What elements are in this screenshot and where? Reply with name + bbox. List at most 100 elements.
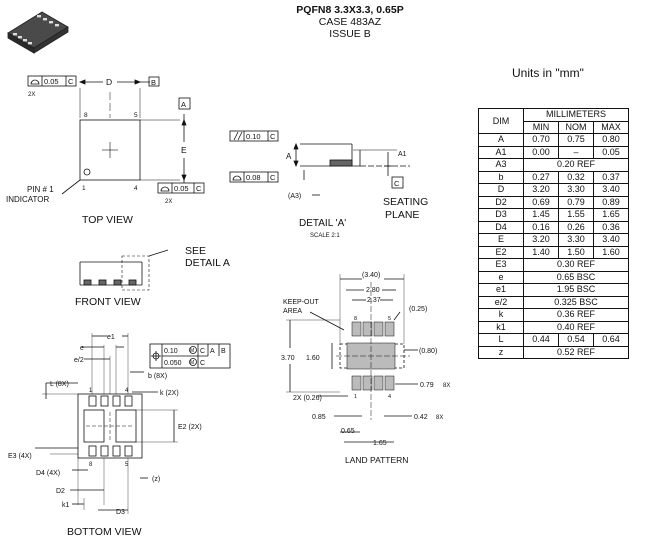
ref-cell: 0.40 REF — [523, 320, 629, 334]
nom-cell: 3.30 — [558, 183, 594, 197]
ref-cell: 0.30 REF — [523, 258, 629, 272]
max-cell: 0.80 — [593, 133, 629, 147]
fcf-tol-2: 0.05 — [174, 184, 189, 193]
datum-C-label: C — [394, 179, 400, 188]
package-title: PQFN8 3.3X3.3, 0.65P — [296, 4, 404, 16]
dim-cell: k — [478, 308, 524, 322]
bot-fcf-d1: C — [200, 348, 205, 355]
ref-cell: 0.325 BSC — [523, 295, 629, 309]
bot-dim-k1: k1 — [62, 502, 70, 509]
bot-pin5: 5 — [125, 462, 129, 468]
lp-dim-280: 2.80 — [366, 287, 380, 294]
lp-dim-237: 2.37 — [367, 297, 381, 304]
nom-header: NOM — [558, 120, 594, 134]
min-cell: 0.27 — [523, 170, 559, 184]
dim-cell: e — [478, 270, 524, 284]
package-3d-image — [7, 11, 69, 54]
dim-cell: D2 — [478, 195, 524, 209]
dim-E-label: E — [181, 145, 187, 155]
top-view — [27, 75, 205, 195]
see-detail-line2: DETAIL A — [185, 257, 230, 269]
bot-pin8: 8 — [89, 462, 93, 468]
max-cell: 3.40 — [593, 233, 629, 247]
nom-cell: – — [558, 145, 594, 159]
nom-cell: 0.32 — [558, 170, 594, 184]
pin1-note-line1: PIN # 1 — [27, 185, 54, 194]
dim-header: DIM — [478, 108, 524, 134]
max-cell: 0.64 — [593, 333, 629, 347]
detail-dim-A3: (A3) — [288, 193, 301, 200]
max-cell: 3.40 — [593, 183, 629, 197]
min-cell: 0.44 — [523, 333, 559, 347]
bot-dim-D4: D4 (4X) — [36, 470, 60, 477]
dim-D-label: D — [106, 77, 112, 87]
top-pin4-label: 4 — [134, 185, 138, 192]
min-cell: 3.20 — [523, 233, 559, 247]
dim-cell: E — [478, 233, 524, 247]
bot-dim-E2: E2 (2X) — [178, 424, 202, 431]
bot-dim-e1: e1 — [107, 334, 115, 341]
nom-cell: 1.55 — [558, 208, 594, 222]
fcf-tol-1: 0.05 — [44, 77, 59, 86]
ref-cell: 0.36 REF — [523, 308, 629, 322]
lp-dim-085: 0.85 — [312, 414, 326, 421]
see-detail-line1: SEE — [185, 245, 206, 257]
seating-plane-line2: PLANE — [385, 209, 419, 221]
bot-dim-b: b (8X) — [148, 373, 167, 380]
bot-dim-e: e — [80, 345, 84, 352]
bot-fcf-tol2: 0.050 — [164, 360, 182, 367]
bot-fcf-d2: A — [210, 348, 215, 355]
dim-cell: A1 — [478, 145, 524, 159]
detail-a-view — [229, 130, 410, 196]
dim-cell: z — [478, 345, 524, 359]
max-cell: 1.65 — [593, 208, 629, 222]
lp-dim-080: (0.80) — [419, 348, 437, 355]
fcf-mult-1: 2X — [28, 92, 35, 98]
nom-cell: 3.30 — [558, 233, 594, 247]
fcf-coplanar-tol: 0.08 — [246, 173, 261, 182]
min-cell: 0.69 — [523, 195, 559, 209]
dim-cell: D — [478, 183, 524, 197]
max-header: MAX — [593, 120, 629, 134]
nom-cell: 0.75 — [558, 133, 594, 147]
lp-pin1: 1 — [354, 394, 357, 400]
fcf-flat-tol: 0.10 — [246, 132, 261, 141]
dim-cell: k1 — [478, 320, 524, 334]
dim-cell: e/2 — [478, 295, 524, 309]
lp-dim-065: 0.65 — [341, 428, 355, 435]
nom-cell: 1.50 — [558, 245, 594, 259]
max-cell: 0.05 — [593, 145, 629, 159]
detail-dim-A1: A1 — [398, 151, 407, 158]
bot-dim-E3: E3 (4X) — [8, 453, 32, 460]
bottom-view-title: BOTTOM VIEW — [67, 526, 142, 538]
lp-pin8: 8 — [354, 316, 357, 322]
bot-pin4: 4 — [125, 388, 129, 394]
detail-a-title: DETAIL 'A' — [299, 218, 346, 229]
dim-cell: L — [478, 333, 524, 347]
bot-fcf-mod1: M — [190, 348, 194, 354]
bot-dim-e2: e/2 — [74, 357, 84, 364]
lp-dim-025: (0.25) — [409, 306, 427, 313]
bot-fcf-mod2: M — [190, 360, 194, 366]
nom-cell: 0.79 — [558, 195, 594, 209]
issue-label: ISSUE B — [329, 28, 371, 40]
min-cell: 1.45 — [523, 208, 559, 222]
